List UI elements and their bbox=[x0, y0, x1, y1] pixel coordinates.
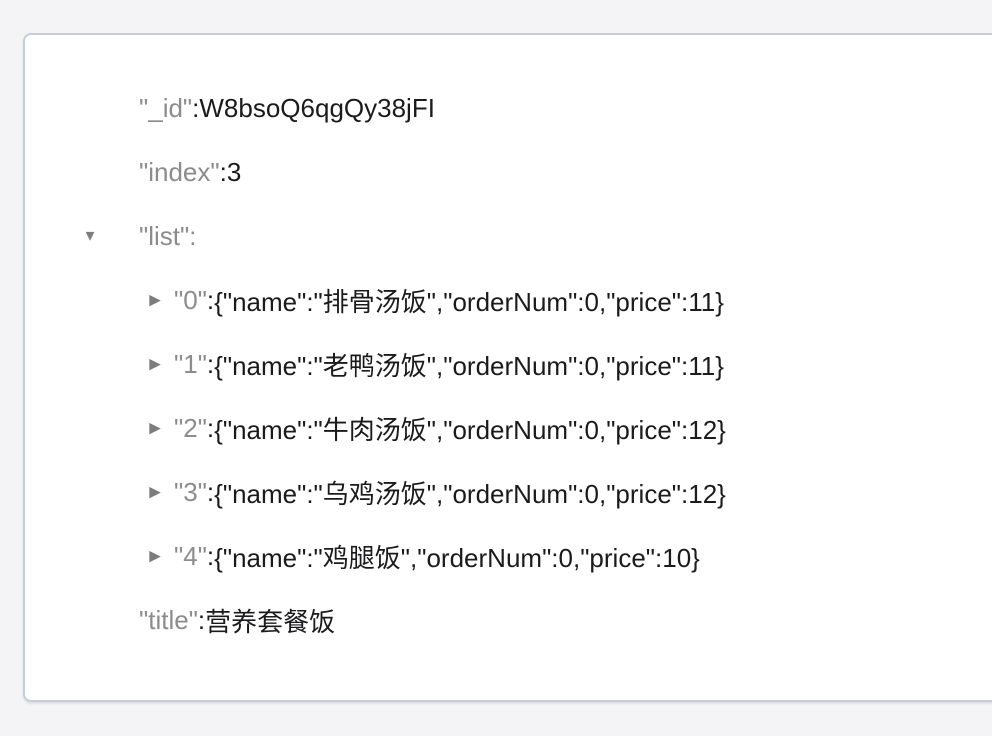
json-value: {"name":"老鸭汤饭","orderNum":0,"price":11} bbox=[214, 350, 724, 381]
colon: : bbox=[219, 156, 227, 187]
tree-row: "title" : 营养套餐饭 bbox=[25, 588, 992, 652]
chevron-down-icon[interactable]: ▼ bbox=[82, 227, 98, 245]
tree-row: ▶ "0" : {"name":"排骨汤饭","orderNum":0,"pri… bbox=[25, 268, 992, 332]
json-tree: "_id" : W8bsoQ6qgQy38jFI "index" : 3 ▼ "… bbox=[25, 35, 992, 652]
tree-row: "_id" : W8bsoQ6qgQy38jFI bbox=[25, 76, 992, 140]
json-key: "title" bbox=[139, 604, 198, 635]
json-value: {"name":"排骨汤饭","orderNum":0,"price":11} bbox=[214, 286, 724, 317]
json-value: {"name":"鸡腿饭","orderNum":0,"price":10} bbox=[214, 542, 700, 573]
tree-row: ▼ "list" : bbox=[25, 204, 992, 268]
tree-row: ▶ "3" : {"name":"乌鸡汤饭","orderNum":0,"pri… bbox=[25, 460, 992, 524]
chevron-right-icon[interactable]: ▶ bbox=[149, 291, 161, 309]
json-value: 3 bbox=[226, 156, 242, 187]
json-value: 营养套餐饭 bbox=[205, 606, 336, 637]
json-key: "3" bbox=[174, 476, 207, 507]
colon: : bbox=[206, 284, 215, 315]
tree-row: ▶ "2" : {"name":"牛肉汤饭","orderNum":0,"pri… bbox=[25, 396, 992, 460]
colon: : bbox=[206, 412, 215, 443]
chevron-right-icon[interactable]: ▶ bbox=[149, 355, 161, 373]
json-key: "list" bbox=[139, 220, 190, 251]
chevron-right-icon[interactable]: ▶ bbox=[149, 419, 161, 437]
json-key: "index" bbox=[139, 156, 220, 187]
json-key: "2" bbox=[174, 412, 207, 443]
json-key: "_id" bbox=[139, 92, 193, 123]
colon: : bbox=[206, 476, 215, 507]
colon: : bbox=[192, 92, 200, 123]
json-key: "0" bbox=[174, 284, 207, 315]
colon: : bbox=[206, 540, 215, 571]
colon: : bbox=[206, 348, 215, 379]
colon: : bbox=[197, 604, 206, 635]
tree-row: ▶ "4" : {"name":"鸡腿饭","orderNum":0,"pric… bbox=[25, 524, 992, 588]
json-value: {"name":"乌鸡汤饭","orderNum":0,"price":12} bbox=[214, 478, 726, 509]
json-value: {"name":"牛肉汤饭","orderNum":0,"price":12} bbox=[214, 414, 726, 445]
json-key: "1" bbox=[174, 348, 207, 379]
json-key: "4" bbox=[174, 540, 207, 571]
record-card: "_id" : W8bsoQ6qgQy38jFI "index" : 3 ▼ "… bbox=[23, 33, 992, 702]
colon: : bbox=[189, 220, 197, 251]
tree-row: ▶ "1" : {"name":"老鸭汤饭","orderNum":0,"pri… bbox=[25, 332, 992, 396]
tree-row: "index" : 3 bbox=[25, 140, 992, 204]
chevron-right-icon[interactable]: ▶ bbox=[149, 483, 161, 501]
json-value: W8bsoQ6qgQy38jFI bbox=[199, 92, 435, 123]
chevron-right-icon[interactable]: ▶ bbox=[149, 547, 161, 565]
